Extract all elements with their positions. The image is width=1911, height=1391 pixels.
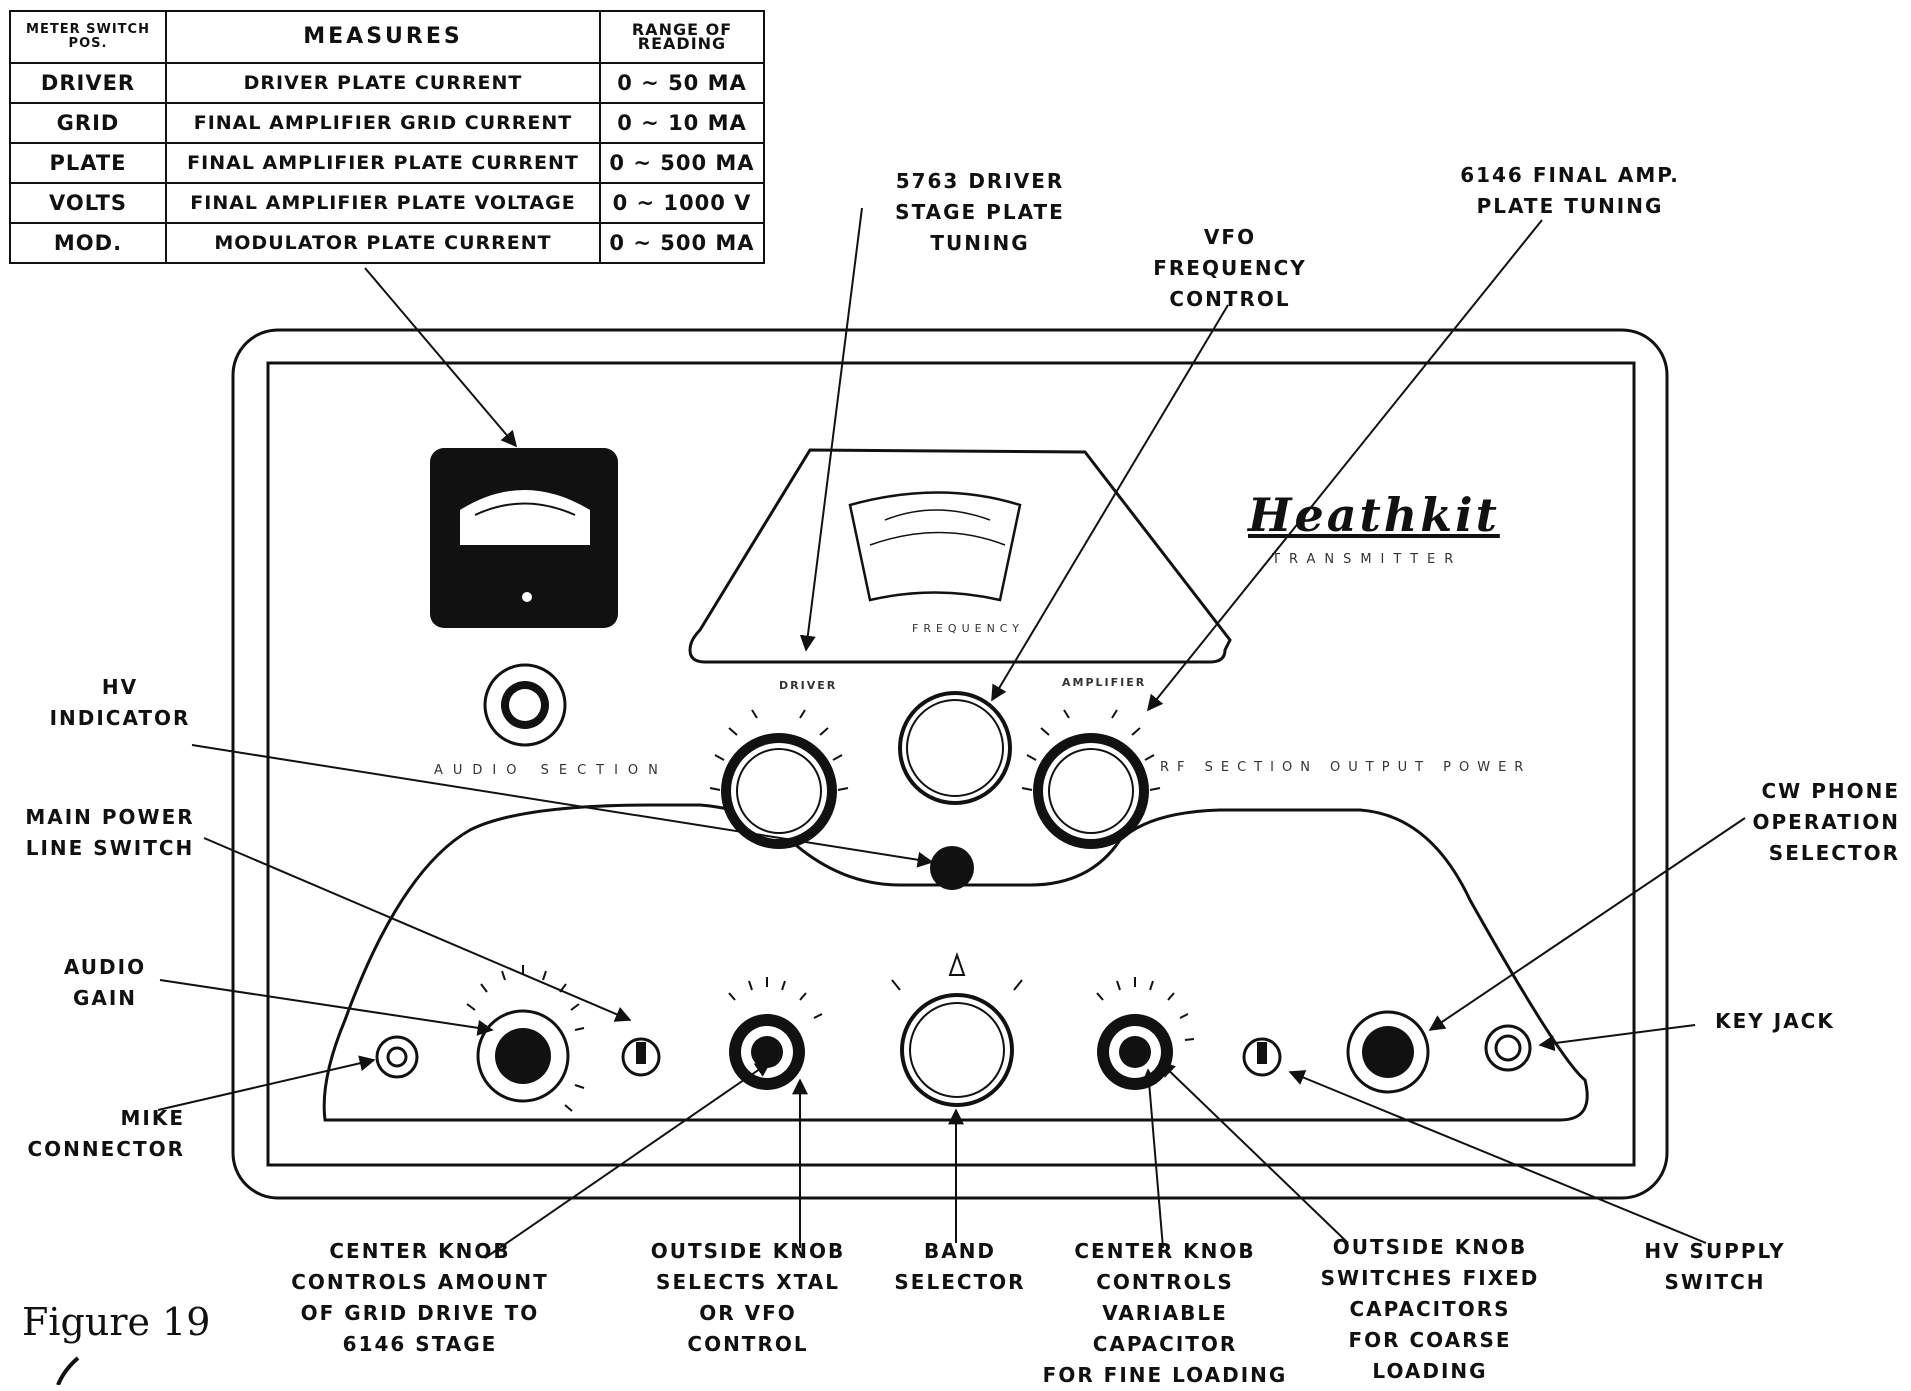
label-hv-supply: HV SUPPLY SWITCH (1644, 1239, 1786, 1294)
vfo-knob (898, 691, 1012, 805)
label-coarse-loading: OUTSIDE KNOB SWITCHES FIXED CAPACITORS F… (1320, 1235, 1540, 1383)
table-cell: MOD. (9, 222, 167, 264)
label-main-power: MAIN POWER LINE SWITCH (25, 805, 195, 860)
table-cell: 0 ~ 10 MA (599, 102, 765, 144)
table-header-row: METER SWITCH POS. MEASURES RANGE OF READ… (9, 10, 765, 64)
label-band-selector: BAND SELECTOR (894, 1239, 1026, 1294)
dial-frequency-label: FREQUENCY (912, 622, 1025, 635)
amplifier-scale-label: AMPLIFIER (1062, 676, 1147, 689)
meter-face (460, 490, 590, 545)
mike-connector (375, 1035, 419, 1079)
table-cell: 0 ~ 500 MA (599, 222, 765, 264)
label-hv-indicator: HV INDICATOR (49, 675, 191, 730)
control-bay-outline (322, 803, 1589, 1122)
audio-section-label: AUDIO SECTION (434, 763, 668, 778)
table-row: DRIVER DRIVER PLATE CURRENT 0 ~ 50 MA (9, 62, 765, 104)
heathkit-logo: Heathkit (1248, 488, 1500, 542)
table-cell: FINAL AMPLIFIER PLATE VOLTAGE (165, 182, 601, 224)
key-jack (1484, 1024, 1532, 1072)
table-header-cell: MEASURES (165, 10, 601, 64)
table-cell: PLATE (9, 142, 167, 184)
table-row: VOLTS FINAL AMPLIFIER PLATE VOLTAGE 0 ~ … (9, 182, 765, 224)
label-driver-tuning: 5763 DRIVER STAGE PLATE TUNING (895, 169, 1065, 255)
table-header-cell: METER SWITCH POS. (9, 10, 167, 64)
label-vfo: VFO FREQUENCY CONTROL (1153, 225, 1307, 311)
label-mike-connector: MIKE CONNECTOR (27, 1106, 185, 1161)
figure-caption: Figure 19 (22, 1300, 211, 1344)
hv-supply-switch (1242, 1037, 1282, 1077)
label-xtal-vfo: OUTSIDE KNOB SELECTS XTAL OR VFO CONTROL (650, 1239, 846, 1356)
table-cell: 0 ~ 500 MA (599, 142, 765, 184)
table-cell: FINAL AMPLIFIER PLATE CURRENT (165, 142, 601, 184)
table-cell: VOLTS (9, 182, 167, 224)
logo-subtitle: TRANSMITTER (1272, 552, 1463, 567)
panel-outline (266, 361, 1636, 1167)
main-power-switch (621, 1037, 661, 1077)
table-row: GRID FINAL AMPLIFIER GRID CURRENT 0 ~ 10… (9, 102, 765, 144)
leader-lines (157, 207, 1746, 1259)
table-cell: GRID (9, 102, 167, 144)
table-row: MOD. MODULATOR PLATE CURRENT 0 ~ 500 MA (9, 222, 765, 264)
hv-indicator-lamp (930, 846, 974, 890)
table-cell: DRIVER (9, 62, 167, 104)
label-grid-drive: CENTER KNOB CONTROLS AMOUNT OF GRID DRIV… (291, 1239, 549, 1356)
cw-phone-selector (1346, 1010, 1430, 1094)
label-audio-gain: AUDIO GAIN (63, 955, 147, 1010)
table-cell: 0 ~ 50 MA (599, 62, 765, 104)
audio-gain-knob (476, 1009, 570, 1103)
label-cw-phone: CW PHONE OPERATION SELECTOR (1752, 779, 1900, 865)
cabinet-outline (231, 328, 1669, 1200)
label-key-jack: KEY JACK (1715, 1009, 1835, 1033)
label-fine-loading: CENTER KNOB CONTROLS VARIABLE CAPACITOR … (1042, 1239, 1288, 1387)
table-row: PLATE FINAL AMPLIFIER PLATE CURRENT 0 ~ … (9, 142, 765, 184)
rf-section-label: RF SECTION OUTPUT POWER (1160, 760, 1532, 775)
table-header-cell: RANGE OF READING (599, 10, 765, 64)
dial-face (848, 491, 1022, 602)
scale-ticks (466, 709, 1195, 1112)
table-cell: 0 ~ 1000 V (599, 182, 765, 224)
label-final-tuning: 6146 FINAL AMP. PLATE TUNING (1460, 163, 1680, 218)
table-cell: MODULATOR PLATE CURRENT (165, 222, 601, 264)
driver-scale-label: DRIVER (779, 679, 838, 692)
table-cell: DRIVER PLATE CURRENT (165, 62, 601, 104)
meter-function-table: METER SWITCH POS. MEASURES RANGE OF READ… (9, 10, 765, 264)
table-cell: FINAL AMPLIFIER GRID CURRENT (165, 102, 601, 144)
band-selector-knob (900, 993, 1014, 1107)
dial-window (688, 448, 1232, 664)
